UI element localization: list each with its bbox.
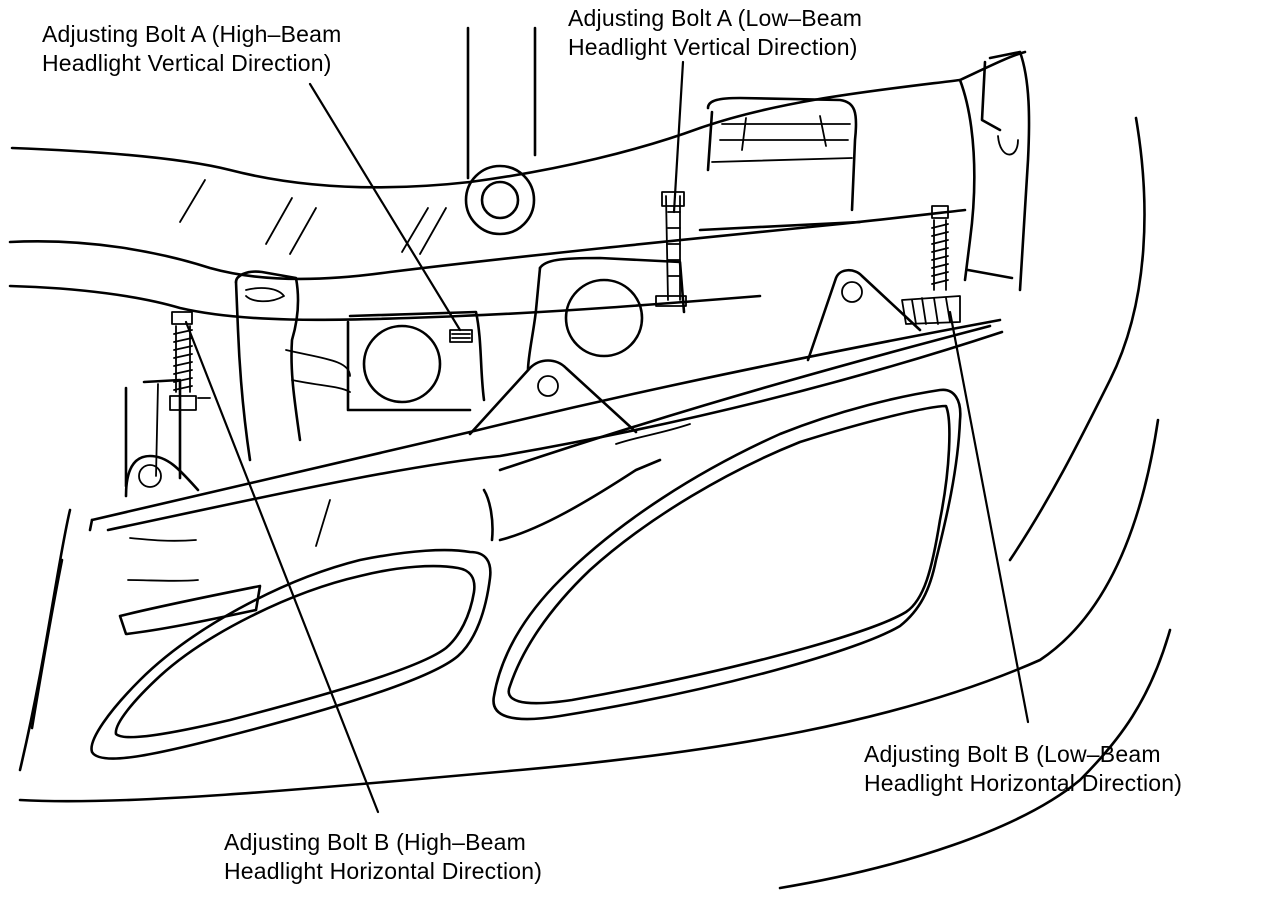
bolt-b-high-beam: [169, 311, 211, 411]
callout-bolt-b-high-beam: Adjusting Bolt B (High–Beam Headlight Ho…: [224, 828, 542, 886]
leader-bolt-a-low: [672, 60, 685, 214]
callout-bolt-a-high-line2: Headlight Vertical Direction): [42, 50, 332, 76]
callout-bolt-b-low-beam: Adjusting Bolt B (Low–Beam Headlight Hor…: [864, 740, 1182, 798]
callout-bolt-a-low-line1: Adjusting Bolt A (Low–Beam: [568, 5, 863, 31]
headlight-housing: [124, 96, 922, 498]
leader-bolt-b-low: [948, 310, 1030, 724]
callout-bolt-a-high-line1: Adjusting Bolt A (High–Beam: [42, 21, 342, 47]
callout-bolt-b-high-line2: Headlight Horizontal Direction): [224, 858, 543, 884]
radiator-support: [8, 26, 1031, 322]
leader-lines: [184, 60, 1030, 814]
callout-bolt-a-high-beam: Adjusting Bolt A (High–Beam Headlight Ve…: [42, 20, 341, 78]
callout-bolt-b-high-line1: Adjusting Bolt B (High–Beam: [224, 829, 526, 855]
callout-bolt-b-low-line2: Headlight Horizontal Direction): [864, 770, 1183, 796]
leader-bolt-a-high: [308, 82, 462, 332]
callout-bolt-a-low-line2: Headlight Vertical Direction): [568, 34, 858, 60]
callout-bolt-a-low-beam: Adjusting Bolt A (Low–Beam Headlight Ver…: [568, 4, 862, 62]
bolt-b-low-beam: [901, 205, 961, 325]
leader-bolt-b-high: [184, 320, 380, 814]
callout-bolt-b-low-line1: Adjusting Bolt B (Low–Beam: [864, 741, 1161, 767]
headlight-lens: [18, 116, 1172, 890]
bolt-a-high-beam: [449, 329, 473, 343]
